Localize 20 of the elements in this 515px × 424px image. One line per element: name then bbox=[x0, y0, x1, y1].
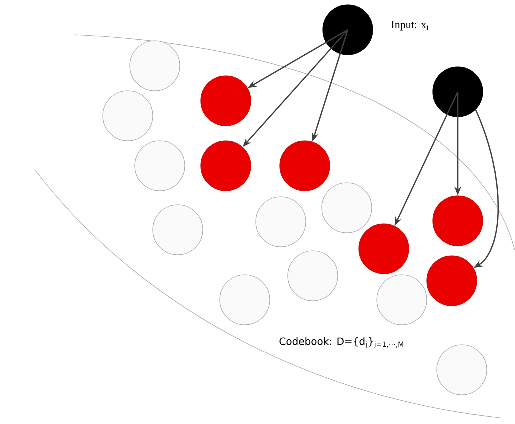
selected-circle bbox=[358, 224, 410, 274]
codebook-label: Codebook: D={d$_{j}$}$_{j=1,⋯,M}$ bbox=[280, 338, 404, 348]
codeword-circle bbox=[102, 90, 154, 142]
codeword-circle bbox=[322, 182, 372, 234]
codeword-circle bbox=[288, 250, 338, 302]
codeword-circle bbox=[152, 204, 204, 256]
input-circle bbox=[322, 4, 374, 56]
selected-circle bbox=[280, 140, 330, 192]
codeword-circle bbox=[220, 274, 270, 326]
codeword-circle bbox=[134, 140, 186, 192]
codeword-circle bbox=[376, 274, 428, 326]
selected-circle bbox=[426, 256, 478, 306]
selected-circle bbox=[200, 140, 252, 192]
codeword-circle bbox=[130, 40, 180, 92]
input-circle bbox=[432, 66, 484, 118]
selected-circle bbox=[200, 76, 252, 126]
codeword-circle bbox=[256, 196, 306, 248]
selected-circle bbox=[432, 196, 484, 246]
input-label: Input: x$_{i}$ bbox=[392, 21, 429, 31]
codeword-circle bbox=[436, 344, 488, 396]
